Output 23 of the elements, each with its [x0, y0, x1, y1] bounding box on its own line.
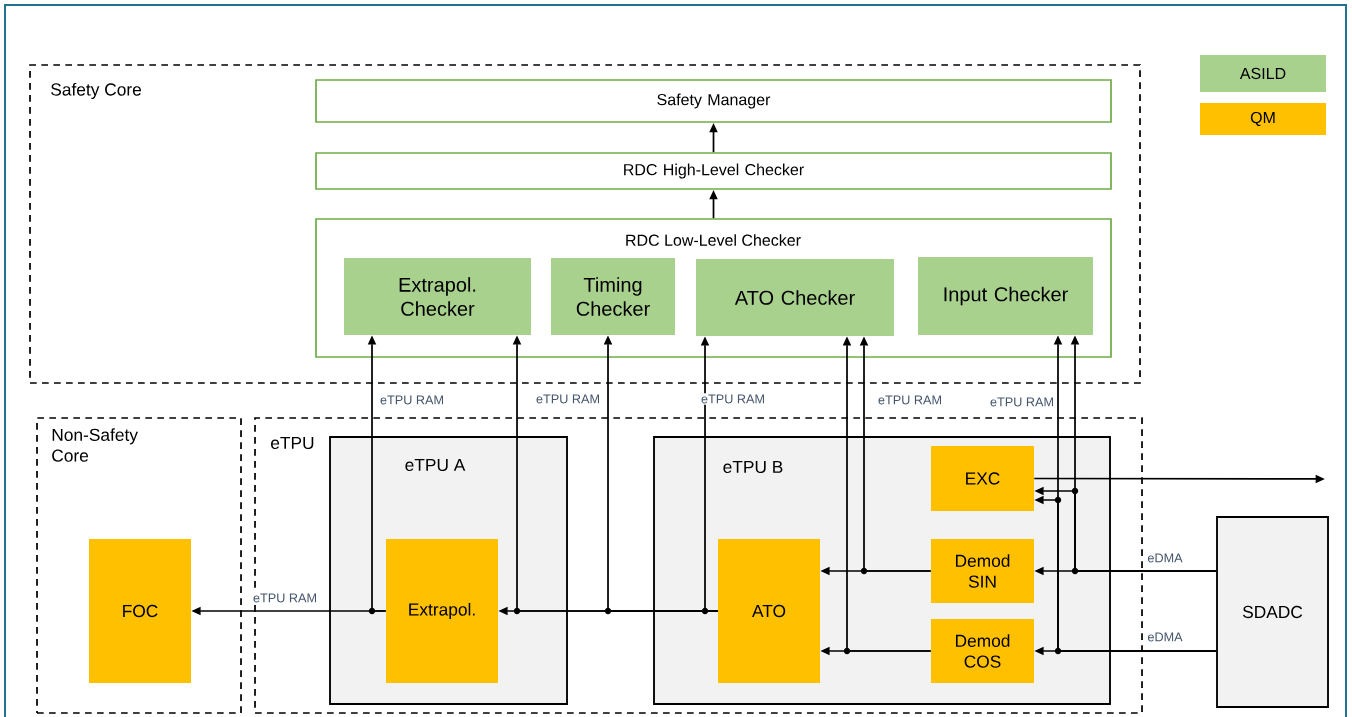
function-block: ATO [718, 539, 820, 683]
function-block: FOC [89, 539, 191, 683]
checker-box: ATO Checker [696, 259, 894, 336]
edge-label: eTPU RAM [378, 394, 446, 406]
edge-label: eDMA [1146, 631, 1184, 643]
process-box: RDC High-Level Checker [315, 152, 1112, 190]
function-block: Demod COS [931, 619, 1034, 683]
checker-box: Timing Checker [551, 258, 675, 335]
module-box: SDADC [1216, 516, 1329, 708]
checker-box: Extrapol. Checker [344, 258, 531, 335]
edge-label: eTPU RAM [699, 393, 767, 405]
edge-label: eDMA [1146, 552, 1184, 564]
checker-box: Input Checker [918, 257, 1093, 335]
edge-label: eTPU RAM [251, 592, 319, 604]
legend-item: QM [1200, 103, 1326, 135]
edge-label: eTPU RAM [534, 393, 602, 405]
edge-label: eTPU RAM [988, 396, 1056, 408]
process-box: Safety Manager [315, 79, 1112, 123]
function-block: EXC [931, 446, 1034, 511]
function-block: Demod SIN [931, 539, 1034, 603]
edge-label: eTPU RAM [876, 394, 944, 406]
function-block: Extrapol. [386, 539, 498, 683]
legend-item: ASILD [1200, 55, 1326, 92]
